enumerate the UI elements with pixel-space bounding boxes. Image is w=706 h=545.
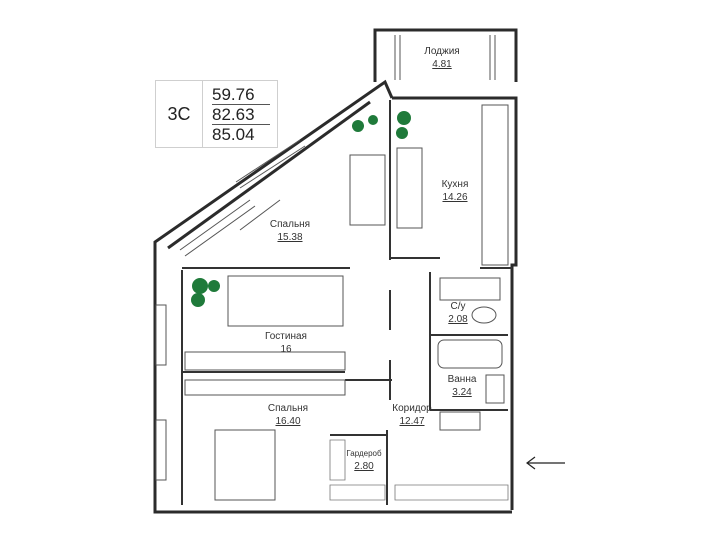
- room-kitchen: Кухня 14.26: [425, 178, 485, 204]
- wardrobe-bed1: [349, 154, 386, 226]
- tv-unit: [184, 351, 346, 371]
- plants: [191, 111, 411, 307]
- desk: [239, 199, 281, 231]
- room-living: Гостиная 16: [256, 330, 316, 356]
- room-bedroom-2: Спальня 16.40: [258, 402, 318, 428]
- toilet: [471, 306, 497, 324]
- bathtub: [437, 339, 503, 369]
- apartment-summary: 3С 59.76 82.63 85.04: [155, 80, 278, 148]
- room-name: Лоджия: [424, 46, 460, 57]
- area-living: 59.76: [212, 85, 270, 105]
- room-area: 2.80: [354, 461, 374, 472]
- apartment-areas: 59.76 82.63 85.04: [212, 85, 270, 144]
- washer: [439, 411, 481, 431]
- room-area: 16.40: [275, 416, 301, 427]
- furniture: [184, 104, 509, 501]
- room-name: Кухня: [441, 179, 469, 190]
- room-corridor: Коридор 12.47: [386, 402, 438, 428]
- room-name: С/у: [450, 301, 466, 312]
- sofa: [227, 275, 344, 327]
- room-name: Спальня: [269, 219, 311, 230]
- windows: [155, 35, 496, 481]
- room-wc: С/у 2.08: [438, 300, 478, 326]
- entrance-arrow-icon: [526, 456, 565, 470]
- room-name: Гардероб: [346, 449, 382, 458]
- room-bedroom-1: Спальня 15.38: [260, 218, 320, 244]
- kitchen-counter: [481, 104, 509, 266]
- washbasin-wc: [439, 277, 501, 301]
- dresser: [184, 379, 346, 396]
- room-area: 3.24: [452, 387, 472, 398]
- kitchen-table: [396, 147, 423, 229]
- area-total: 82.63: [212, 105, 270, 125]
- room-name: Спальня: [267, 403, 309, 414]
- room-area: 4.81: [432, 59, 452, 70]
- room-loggia: Лоджия 4.81: [412, 45, 472, 71]
- room-wardrobe: Гардероб 2.80: [343, 447, 385, 473]
- room-name: Ванна: [447, 374, 477, 385]
- bed: [214, 429, 276, 501]
- room-bath: Ванна 3.24: [442, 373, 482, 399]
- room-area: 14.26: [442, 192, 468, 203]
- apartment-type: 3С: [156, 81, 203, 147]
- inner-walls: [181, 100, 512, 505]
- room-name: Гостиная: [265, 331, 307, 342]
- outer-walls: [153, 28, 518, 514]
- radiator-hatching: [329, 439, 509, 501]
- sink: [485, 374, 505, 404]
- room-area: 2.08: [448, 314, 468, 325]
- area-with-loggia: 85.04: [212, 125, 255, 144]
- room-area: 16: [280, 344, 292, 355]
- room-area: 12.47: [399, 416, 425, 427]
- room-name: Коридор: [392, 403, 432, 414]
- room-area: 15.38: [277, 232, 303, 243]
